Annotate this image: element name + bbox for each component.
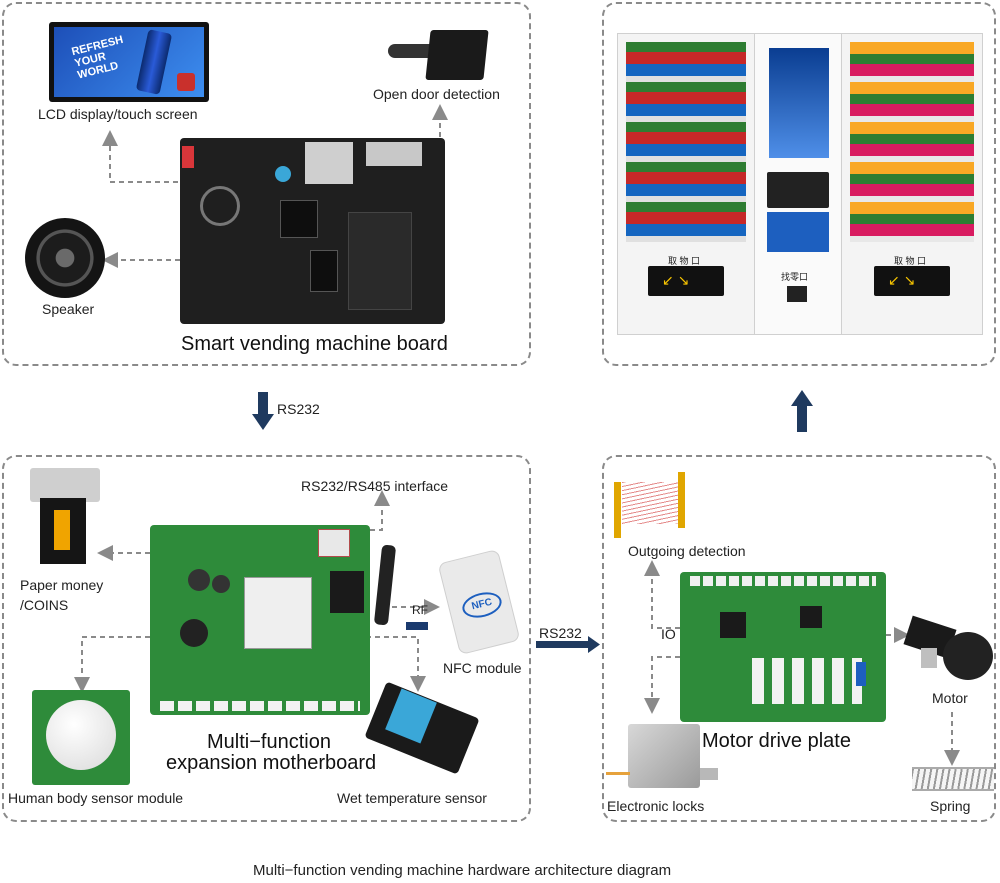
pir-sensor-icon — [32, 690, 130, 785]
motor-drive-title: Motor drive plate — [702, 730, 851, 752]
vending-cabinet-center: 找零口 — [754, 33, 842, 335]
pcb-gsm-module — [244, 577, 312, 649]
lcd-screen-text: REFRESH YOUR WORLD — [70, 33, 125, 82]
pcb-usb-ports — [366, 142, 422, 166]
vending-right-slot-label: 取 物 口 — [894, 256, 927, 266]
nfc-reader-icon: NFC — [437, 548, 522, 656]
temp-sensor-icon — [364, 681, 480, 782]
spring-label: Spring — [930, 798, 971, 814]
nfc-label: NFC module — [443, 660, 522, 676]
pcb-connector-row — [160, 701, 360, 711]
temp-sensor-label: Wet temperature sensor — [337, 790, 487, 806]
light-curtain-icon — [614, 470, 689, 540]
vending-cabinet-right: 取 物 口 ↙ ↘ — [841, 33, 983, 335]
diagram-caption: Multi−function vending machine hardware … — [253, 862, 672, 879]
vending-machine-panel — [602, 2, 996, 366]
pcb-sim-slot — [318, 529, 350, 557]
rs232-down-label: RS232 — [277, 401, 320, 417]
rs232-arrows — [252, 390, 813, 653]
human-sensor-label: Human body sensor module — [8, 790, 184, 806]
locks-label: Electronic locks — [607, 798, 705, 814]
electronic-lock-icon — [606, 718, 724, 796]
rf-label: RF — [412, 603, 428, 617]
motor-icon — [903, 612, 997, 684]
motor-label: Motor — [932, 690, 968, 706]
outgoing-label: Outgoing detection — [628, 543, 746, 559]
pcb-buzzer — [180, 619, 208, 647]
bill-acceptor-icon — [30, 468, 100, 568]
speaker-label: Speaker — [42, 301, 95, 317]
expansion-board-panel — [2, 455, 531, 822]
expansion-title-line2: expansion motherboard — [166, 752, 377, 774]
paper-money-label: Paper money — [20, 577, 104, 593]
pepsi-can-icon — [135, 29, 173, 95]
lcd-label: LCD display/touch screen — [38, 106, 198, 122]
pcb-blue-capacitor — [856, 662, 866, 686]
vending-cabinet-left: 取 物 口 ↙ ↘ — [617, 33, 755, 335]
door-sensor-icon — [388, 30, 498, 85]
coins-label: /COINS — [20, 597, 69, 613]
pcb-header-row — [690, 576, 876, 586]
rs-interface-label: RS232/RS485 interface — [301, 478, 449, 494]
motor-drive-pcb — [680, 572, 886, 722]
pcb-motor-connectors — [752, 658, 862, 704]
vending-machine-image: 取 物 口 ↙ ↘ 找零口 取 物 口 ↙ ↘ — [617, 33, 987, 338]
expansion-board-pcb — [150, 525, 370, 715]
vending-left-arrows: ↙ ↘ — [662, 272, 690, 288]
pcb-capacitors — [188, 569, 210, 591]
vending-mid-slot-label: 找零口 — [781, 272, 809, 282]
pcb-main-chip — [280, 200, 318, 238]
spring-icon — [912, 767, 994, 791]
vending-right-arrows: ↙ ↘ — [888, 272, 916, 288]
pcb-module — [348, 212, 412, 310]
smart-board-panel — [2, 2, 531, 366]
pcb-battery-holder — [200, 186, 240, 226]
motor-drive-panel — [602, 455, 996, 822]
rf-module-icon — [406, 622, 428, 630]
pcb-ic-chips — [720, 612, 746, 638]
pcb-ram-chips — [310, 250, 338, 292]
pcb-capacitor-blue — [275, 166, 291, 182]
smart-board-pcb — [180, 138, 445, 324]
rs232-right-label: RS232 — [539, 625, 582, 641]
expansion-title-line1: Multi−function — [207, 731, 331, 753]
speaker-icon — [25, 218, 105, 298]
door-label: Open door detection — [373, 86, 500, 102]
pcb-sd-slot — [305, 142, 353, 184]
pcb-connector-red — [182, 146, 194, 168]
pepsi-logo-icon — [177, 73, 195, 91]
vending-left-slot-label: 取 物 口 — [668, 256, 701, 266]
smart-board-title: Smart vending machine board — [181, 333, 448, 355]
io-label: IO — [661, 626, 676, 642]
lcd-screen: REFRESH YOUR WORLD — [49, 22, 209, 102]
pcb-relay — [330, 571, 364, 613]
